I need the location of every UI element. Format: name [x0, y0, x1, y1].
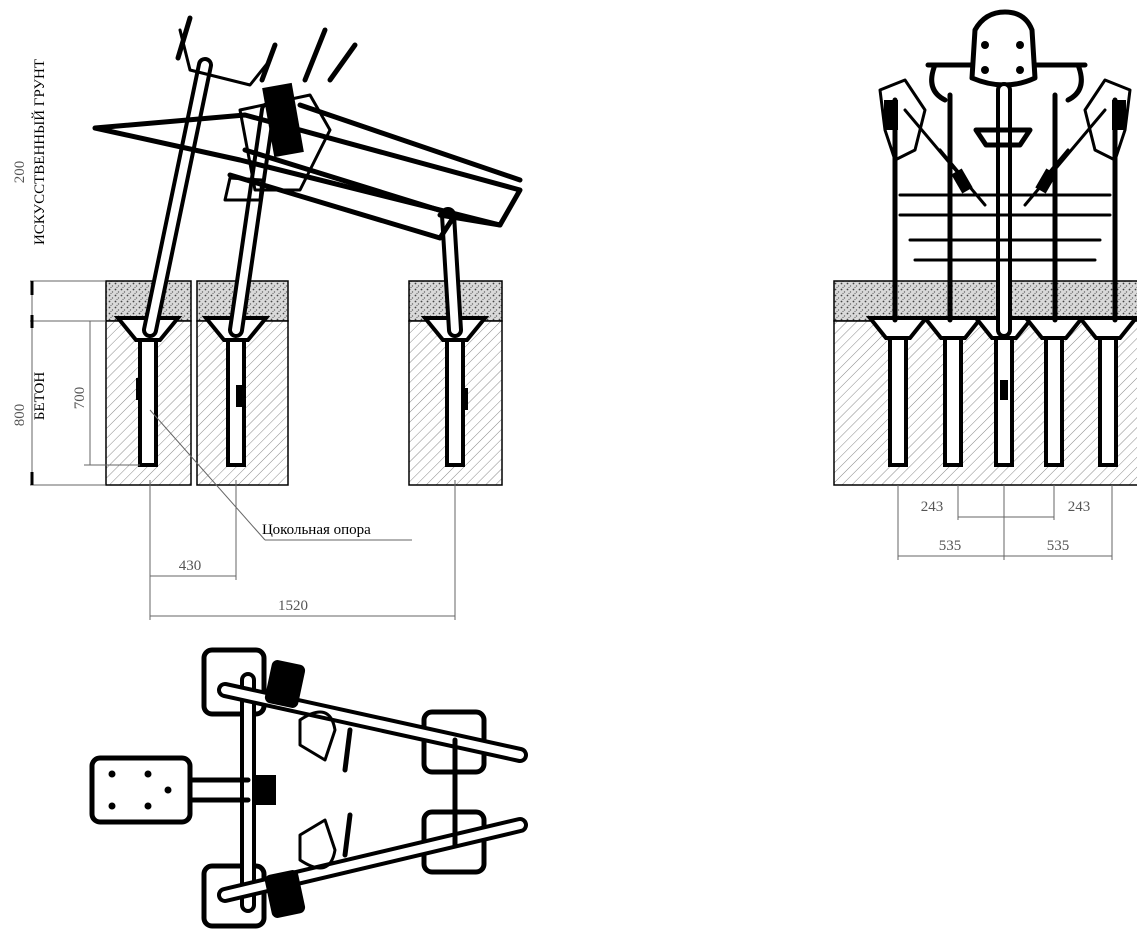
front-machine-frame	[878, 9, 1132, 338]
front-post-sleeves	[865, 316, 1137, 467]
front-foundation-block	[833, 280, 1137, 486]
side-view: 200 ИСКУССТВЕННЫЙ ГРУНТ 800 БЕТОН 700 Цо…	[12, 15, 523, 620]
dim-front-left-outer: 535	[939, 538, 962, 554]
label-base-support: Цокольная опора	[262, 522, 371, 538]
dim-front-right-inner: 243	[1068, 499, 1091, 515]
dim-front-right-outer: 535	[1047, 538, 1070, 554]
dim-spacing-long: 1520	[278, 598, 308, 614]
side-post-sleeves	[113, 316, 490, 467]
dim-front-left-inner: 243	[921, 499, 944, 515]
side-horizontal-dimensions	[149, 480, 456, 620]
top-frame	[187, 660, 528, 918]
label-artificial-soil: ИСКУССТВЕННЫЙ ГРУНТ	[31, 59, 48, 245]
front-view: 243 243 535 535	[833, 9, 1137, 560]
dim-spacing-short: 430	[179, 558, 202, 574]
dim-post-depth: 700	[72, 387, 88, 410]
dim-soil-depth: 200	[12, 161, 28, 184]
label-concrete: БЕТОН	[32, 372, 48, 421]
dim-concrete-depth: 800	[12, 404, 28, 427]
front-dimensions	[897, 485, 1113, 560]
side-vertical-dimensions	[30, 280, 140, 486]
base-support-leader	[149, 409, 412, 541]
top-view	[89, 647, 528, 929]
side-machine-frame	[92, 15, 523, 338]
